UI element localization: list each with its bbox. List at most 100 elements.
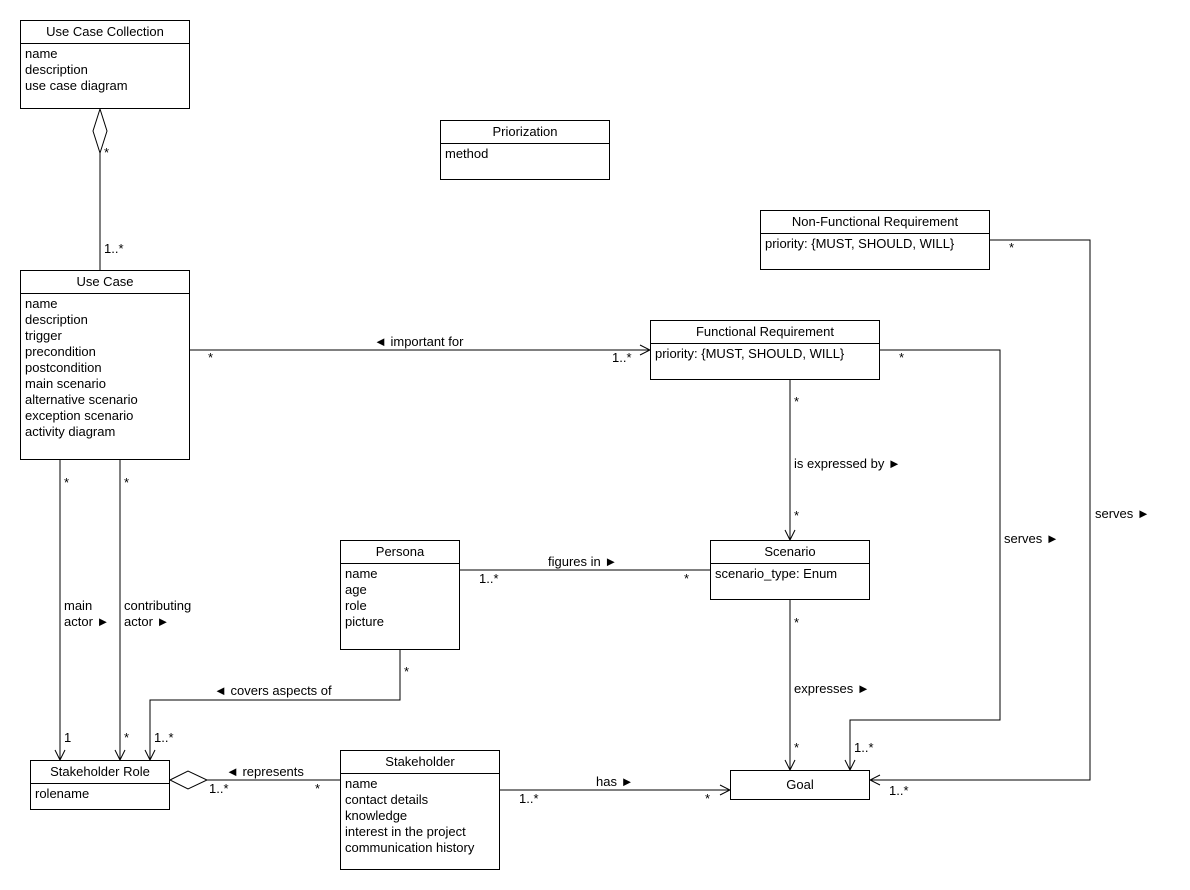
class-attribute: priority: {MUST, SHOULD, WILL} [765,236,955,251]
association-label: ◄ represents [226,764,304,779]
class-attribute: interest in the project [345,824,466,839]
class-attribute: scenario_type: Enum [715,566,838,581]
association-label: serves ► [1095,506,1150,521]
class-attribute: name [345,566,378,581]
class-attribute: age [345,582,367,597]
aggregation-diamond [168,770,209,790]
class-attribute: main scenario [25,376,106,391]
association-label: expresses ► [794,681,870,696]
association-label: ◄ important for [374,334,464,349]
class-attribute: name [25,296,58,311]
multiplicity: * [794,740,799,755]
multiplicity: * [794,615,799,630]
association-collection-usecase: * 1..* [92,107,124,270]
class-attribute: trigger [25,328,62,343]
association-represents: ◄ represents 1..* * [168,764,340,796]
class-attribute: name [25,46,58,61]
class-attribute: precondition [25,344,96,359]
class-attributes: rolename [31,784,169,802]
association-label: has ► [596,774,633,789]
association-label: actor ► [64,614,109,629]
multiplicity: 1..* [209,781,229,796]
class-title: Stakeholder Role [31,761,169,784]
class-title: Use Case Collection [21,21,189,44]
class-attributes: priority: {MUST, SHOULD, WILL} [761,234,989,252]
multiplicity: * [794,394,799,409]
class-attribute: priority: {MUST, SHOULD, WILL} [655,346,845,361]
class-attribute: activity diagram [25,424,116,439]
multiplicity: 1..* [889,783,909,798]
association-label: is expressed by ► [794,456,901,471]
multiplicity: 1..* [154,730,174,745]
association-covers-aspects-of: ◄ covers aspects of * 1..* [150,650,409,760]
class-title: Non-Functional Requirement [761,211,989,234]
class-scenario[interactable]: Scenario scenario_type: Enum [710,540,870,600]
association-label: serves ► [1004,531,1059,546]
class-goal[interactable]: Goal [730,770,870,800]
association-label: actor ► [124,614,169,629]
class-stakeholder-role[interactable]: Stakeholder Role rolename [30,760,170,810]
association-fr-serves: serves ► * 1..* [850,349,1059,770]
multiplicity: 1..* [104,241,124,256]
association-important-for: ◄ important for * 1..* [189,334,650,365]
multiplicity: * [315,781,320,796]
class-attributes: method [441,144,609,162]
class-title: Functional Requirement [651,321,879,344]
class-non-functional-requirement[interactable]: Non-Functional Requirement priority: {MU… [760,210,990,270]
class-attribute: description [25,62,88,77]
association-label: contributing [124,598,191,613]
class-attributes: priority: {MUST, SHOULD, WILL} [651,344,879,362]
class-attribute: knowledge [345,808,408,823]
association-label: main [64,598,92,613]
association-nfr-serves: serves ► * 1..* [870,239,1150,798]
class-attribute: use case diagram [25,78,128,93]
association-expresses: expresses ► * * [790,600,870,770]
class-attribute: alternative scenario [25,392,138,407]
class-attribute: picture [345,614,385,629]
multiplicity: * [104,145,109,160]
multiplicity: 1..* [519,791,539,806]
multiplicity: 1..* [612,350,632,365]
multiplicity: * [684,571,689,586]
class-title: Scenario [711,541,869,564]
multiplicity: * [1009,240,1014,255]
class-attribute: exception scenario [25,408,134,423]
association-main-actor: main actor ► * 1 [60,460,109,760]
class-functional-requirement[interactable]: Functional Requirement priority: {MUST, … [650,320,880,380]
class-attribute: role [345,598,367,613]
class-priorization[interactable]: Priorization method [440,120,610,180]
multiplicity: 1 [64,730,71,745]
class-attribute: description [25,312,88,327]
class-attributes: scenario_type: Enum [711,564,869,582]
association-label: figures in ► [548,554,617,569]
association-figures-in: figures in ► 1..* * [459,554,710,586]
association-label: ◄ covers aspects of [214,683,332,698]
class-title: Stakeholder [341,751,499,774]
multiplicity: * [404,664,409,679]
class-attribute: communication history [345,840,475,855]
class-attribute: name [345,776,378,791]
multiplicity: * [64,475,69,490]
multiplicity: 1..* [854,740,874,755]
association-is-expressed-by: is expressed by ► * * [790,380,901,540]
multiplicity: * [899,350,904,365]
multiplicity: 1..* [479,571,499,586]
multiplicity: * [124,730,129,745]
multiplicity: * [124,475,129,490]
multiplicity: * [208,350,213,365]
class-attribute: postcondition [25,360,102,375]
multiplicity: * [794,508,799,523]
class-title: Priorization [441,121,609,144]
association-has: has ► 1..* * [499,774,730,806]
class-title: Goal [786,777,814,792]
class-title: Use Case [21,271,189,294]
